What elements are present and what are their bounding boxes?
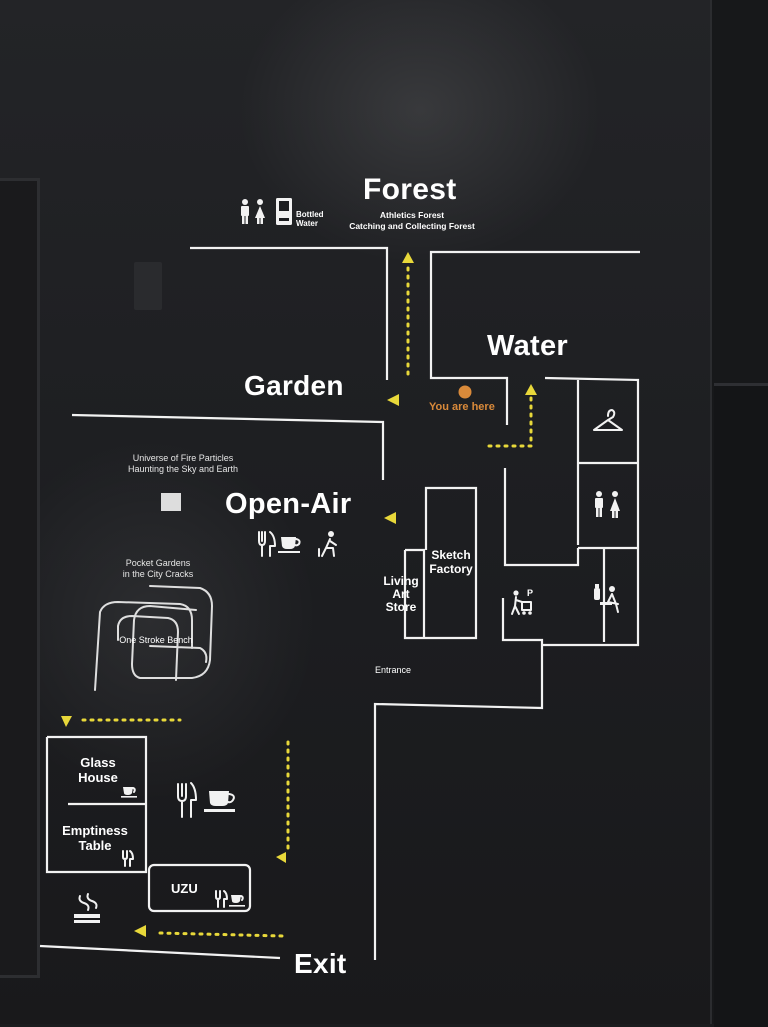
emptiness-line2: Table <box>78 838 112 853</box>
living-line3: Store <box>385 600 417 614</box>
living-line1: Living <box>383 574 419 588</box>
coffee-cup-icon <box>121 787 137 798</box>
door-frame <box>0 178 40 978</box>
exit-label: Exit <box>294 948 347 979</box>
stroller-parking-letter: P <box>527 588 534 598</box>
arrow-up-forest <box>402 252 414 263</box>
bottled-water-line1: Bottled <box>296 210 324 219</box>
zone-label-water: Water <box>487 330 568 362</box>
rest-seat-icon <box>318 531 337 557</box>
universe-label: Universe of Fire Particles Haunting the … <box>108 453 258 475</box>
zone-label-forest: Forest <box>363 173 457 206</box>
living-art-store-label: Living Art Store <box>379 575 423 614</box>
universe-line2: Haunting the Sky and Earth <box>127 464 239 474</box>
restroom-icon <box>241 199 265 224</box>
living-line2: Art <box>392 587 410 601</box>
emptiness-line1: Emptiness <box>62 823 128 838</box>
arrow-left-garden <box>387 394 399 406</box>
bottled-water-line2: Water <box>296 219 318 228</box>
arrow-left-exit <box>134 925 146 937</box>
you-are-here-label: You are here <box>429 401 495 413</box>
route-path <box>81 266 533 938</box>
wall-plate <box>134 262 162 310</box>
coffee-cup-icon <box>278 537 301 553</box>
coffee-cup-icon <box>229 895 245 907</box>
restaurant-icon <box>177 782 197 818</box>
sketch-factory-label: Sketch Factory <box>426 548 476 576</box>
glass-house-label: Glass House <box>62 755 134 785</box>
arrow-up-water <box>525 384 537 395</box>
coffee-cup-icon <box>204 791 235 812</box>
uzu-label: UZU <box>171 881 198 896</box>
arrow-left-open-air <box>384 512 396 524</box>
universe-line1: Universe of Fire Particles <box>132 453 234 463</box>
entrance-label: Entrance <box>375 665 412 675</box>
bottled-water-label: Bottled Water <box>296 210 324 228</box>
forest-sub-catching: Catching and Collecting Forest <box>349 221 475 231</box>
restaurant-icon <box>122 850 134 867</box>
you-are-here-marker <box>458 385 472 399</box>
zone-label-open-air: Open-Air <box>225 488 352 520</box>
map-walls <box>39 246 640 960</box>
vending-machine-icon <box>276 198 292 225</box>
smoking-area-icon <box>74 893 100 923</box>
stroller-parking-icon <box>511 590 532 615</box>
arrow-down-left <box>61 716 72 727</box>
pocket-gardens-label: Pocket Gardens in the City Cracks <box>108 558 208 580</box>
nursing-room-icon <box>594 584 619 613</box>
sketch-line2: Factory <box>429 562 473 576</box>
glass-line2: House <box>78 770 118 785</box>
right-wall-panel-lower <box>714 383 768 1027</box>
restaurant-icon <box>215 890 228 908</box>
restaurant-icon <box>258 531 276 557</box>
one-stroke-bench-drawing <box>94 585 213 691</box>
artwork-marker <box>161 493 181 511</box>
pocket-line2: in the City Cracks <box>122 569 194 579</box>
sketch-line1: Sketch <box>431 548 471 562</box>
route-arrows <box>61 252 537 937</box>
forest-subtitle: Athletics Forest Catching and Collecting… <box>341 210 483 232</box>
zone-label-garden: Garden <box>244 370 344 401</box>
pocket-line1: Pocket Gardens <box>125 558 191 568</box>
coat-hanger-icon <box>593 409 623 431</box>
forest-sub-athletics: Athletics Forest <box>379 210 445 220</box>
restroom-icon <box>595 491 620 518</box>
emptiness-table-label: Emptiness Table <box>55 823 135 853</box>
arrow-left-bottom <box>276 852 286 863</box>
glass-line1: Glass <box>80 755 116 770</box>
bench-label: One Stroke Bench <box>119 635 193 645</box>
